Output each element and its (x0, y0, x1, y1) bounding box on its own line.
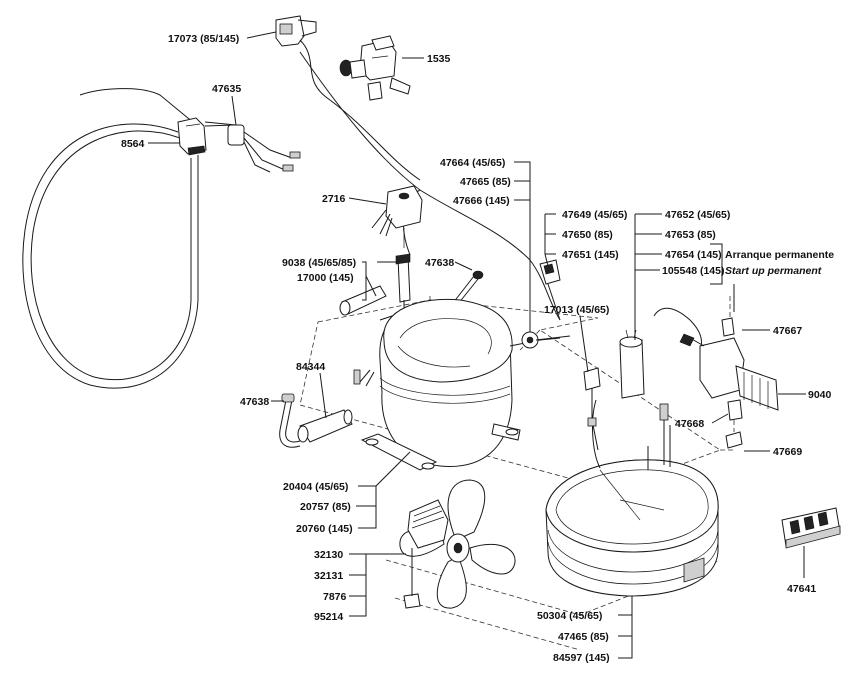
label-50304: 50304 (45/65) (537, 610, 602, 622)
label-105548: 105548 (145) (662, 265, 724, 277)
water-valve-9040 (653, 296, 779, 451)
label-17073: 17073 (85/145) (168, 33, 239, 45)
leader-lines (148, 31, 806, 659)
label-9040: 9040 (808, 389, 832, 401)
capacitor-47652 (619, 329, 645, 399)
label-47665: 47665 (85) (460, 176, 511, 188)
label-47635: 47635 (212, 83, 241, 95)
pressure-switch-17013 (583, 367, 601, 451)
thermostat-17073 (275, 15, 421, 181)
label-47667: 47667 (773, 325, 802, 337)
label-20757: 20757 (85) (300, 501, 351, 513)
label-95214: 95214 (314, 611, 343, 623)
label-47666: 47666 (145) (453, 195, 510, 207)
label-9038: 9038 (45/65/85) (282, 257, 356, 269)
compressor (353, 298, 561, 471)
label-1535: 1535 (427, 53, 451, 65)
label-32131: 32131 (314, 570, 343, 582)
label-47650: 47650 (85) (562, 229, 613, 241)
power-cord-loop (22, 88, 236, 389)
part-labels: 17073 (85/145) 1535 47635 8564 2716 9038… (121, 33, 834, 664)
solenoid-valve-1535 (339, 35, 411, 101)
label-startup: Start up permanent (725, 265, 822, 277)
condenser-coil (545, 399, 719, 597)
solenoid-coil-2716 (371, 185, 423, 248)
label-47638-top: 47638 (425, 257, 454, 269)
start-relay-47649 (539, 259, 561, 321)
label-17000: 17000 (145) (297, 272, 354, 284)
condenser-fan (399, 479, 516, 609)
label-47668: 47668 (675, 418, 704, 430)
label-20760: 20760 (145) (296, 523, 353, 535)
label-47465: 47465 (85) (558, 631, 609, 643)
terminal-strip-47641 (781, 507, 841, 549)
label-2716: 2716 (322, 193, 346, 205)
label-47664: 47664 (45/65) (440, 157, 505, 169)
label-47641: 47641 (787, 583, 816, 595)
label-47652: 47652 (45/65) (665, 209, 730, 221)
connector-8564 (177, 117, 207, 156)
label-arranque: Arranque permanente (725, 249, 834, 261)
label-84344: 84344 (296, 361, 325, 373)
label-47653: 47653 (85) (665, 229, 716, 241)
label-7876: 7876 (323, 591, 347, 603)
receiver-84344 (297, 409, 353, 443)
label-17013: 17013 (45/65) (544, 304, 609, 316)
label-47654: 47654 (145) (665, 249, 722, 261)
label-47651: 47651 (145) (562, 249, 619, 261)
label-20404: 20404 (45/65) (283, 481, 348, 493)
label-47638-left: 47638 (240, 396, 269, 408)
access-valve-47638-left (279, 393, 301, 448)
label-84597: 84597 (145) (553, 652, 610, 664)
terminal-block-47635 (204, 121, 301, 173)
label-8564: 8564 (121, 138, 145, 150)
label-47669: 47669 (773, 446, 802, 458)
label-47649: 47649 (45/65) (562, 209, 627, 221)
label-32130: 32130 (314, 549, 343, 561)
